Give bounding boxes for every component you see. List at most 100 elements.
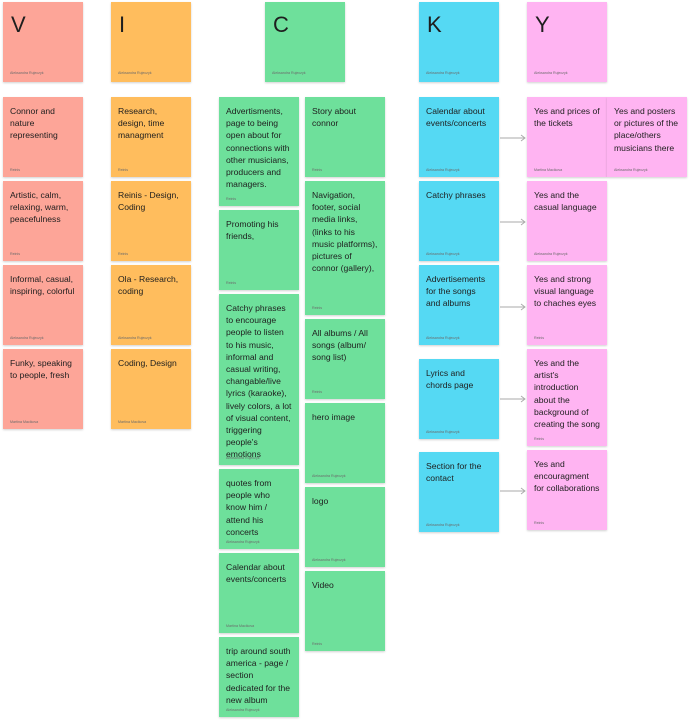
note-text: Yes and strong visual language to chache… — [534, 274, 597, 309]
note-author: Reinis — [10, 252, 20, 256]
note-author: Martina Macikova — [226, 624, 255, 628]
header-note-c[interactable]: C Aleksandra Rujeczyk — [265, 2, 345, 82]
note-text: Yes and the casual language — [534, 190, 597, 213]
header-note-k[interactable]: K Aleksandra Rujeczyk — [419, 2, 499, 82]
note-author: Aleksandra Rujeczyk — [118, 336, 152, 340]
note-author: Aleksandra Rujeczyk — [312, 558, 346, 562]
note-author: Aleksandra Rujeczyk — [10, 71, 44, 75]
note-text: Navigation, footer, social media links, … — [312, 190, 378, 274]
sticky-note[interactable]: All albums / All songs (album/ song list… — [305, 319, 385, 399]
note-author: Reinis — [118, 252, 128, 256]
sticky-note[interactable]: Section for the contact Aleksandra Rujec… — [419, 452, 499, 532]
sticky-note[interactable]: hero image Aleksandra Rujeczyk — [305, 403, 385, 483]
note-author: Reinis — [312, 306, 322, 310]
arrowhead-icon — [520, 218, 526, 226]
sticky-note[interactable]: Connor and nature representing Reinis — [3, 97, 83, 177]
header-note-i[interactable]: I Aleksandra Rujeczyk — [111, 2, 191, 82]
note-text: Story about connor — [312, 106, 356, 129]
sticky-note[interactable]: Coding, Design Martina Macikova — [111, 349, 191, 429]
note-text: Section for the contact — [426, 461, 482, 484]
sticky-note[interactable]: Yes and encouragment for collaborations … — [527, 450, 607, 530]
arrowhead-icon — [520, 303, 526, 311]
sticky-note[interactable]: Story about connor Reinis — [305, 97, 385, 177]
arrowhead-icon — [520, 134, 526, 142]
note-author: Aleksandra Rujeczyk — [226, 456, 260, 460]
note-text: Yes and the artist's introduction about … — [534, 358, 600, 430]
sticky-note[interactable]: logo Aleksandra Rujeczyk — [305, 487, 385, 567]
note-text: hero image — [312, 412, 355, 422]
note-text: Informal, casual, inspiring, colorful — [10, 274, 75, 297]
sticky-note[interactable]: Lyrics and chords page Aleksandra Rujecz… — [419, 359, 499, 439]
sticky-note[interactable]: Navigation, footer, social media links, … — [305, 181, 385, 315]
header-letter: C — [273, 12, 289, 37]
note-author: Aleksandra Rujeczyk — [10, 336, 44, 340]
header-letter: K — [427, 12, 442, 37]
note-author: Reinis — [312, 642, 322, 646]
note-text: Video — [312, 580, 334, 590]
note-author: Aleksandra Rujeczyk — [426, 168, 460, 172]
note-author: Aleksandra Rujeczyk — [118, 71, 152, 75]
sticky-note[interactable]: Catchy phrases to encourage people to li… — [219, 294, 299, 465]
note-author: Reinis — [10, 168, 20, 172]
note-author: Aleksandra Rujeczyk — [426, 71, 460, 75]
arrowhead-icon — [520, 487, 526, 495]
sticky-note[interactable]: Funky, speaking to people, fresh Martina… — [3, 349, 83, 429]
note-text: All albums / All songs (album/ song list… — [312, 328, 368, 363]
sticky-note[interactable]: Promoting his friends, Reinis — [219, 210, 299, 290]
sticky-note[interactable]: trip around south america - page / secti… — [219, 637, 299, 717]
sticky-note[interactable]: Calendar about events/concerts Martina M… — [219, 553, 299, 633]
sticky-note[interactable]: Yes and the artist's introduction about … — [527, 349, 607, 446]
note-text: Yes and prices of the tickets — [534, 106, 600, 129]
sticky-note[interactable]: Video Reinis — [305, 571, 385, 651]
arrowhead-icon — [520, 395, 526, 403]
sticky-note[interactable]: Calendar about events/concerts Aleksandr… — [419, 97, 499, 177]
note-author: Aleksandra Rujeczyk — [226, 540, 260, 544]
note-author: Reinis — [312, 390, 322, 394]
note-text: Yes and encouragment for collaborations — [534, 459, 600, 494]
note-author: Aleksandra Rujeczyk — [614, 168, 648, 172]
note-text: Advertisments, page to being open about … — [226, 106, 290, 190]
note-text: Connor and nature representing — [10, 106, 58, 141]
note-text: Calendar about events/concerts — [226, 562, 287, 585]
note-author: Aleksandra Rujeczyk — [534, 71, 568, 75]
sticky-note[interactable]: Yes and posters or pictures of the place… — [607, 97, 687, 177]
sticky-note[interactable]: Yes and strong visual language to chache… — [527, 265, 607, 345]
note-author: Reinis — [118, 168, 128, 172]
note-text: Research, design, time managment — [118, 106, 165, 141]
note-author: Aleksandra Rujeczyk — [426, 336, 460, 340]
note-text: logo — [312, 496, 329, 506]
header-letter: I — [119, 12, 126, 37]
sticky-note[interactable]: Informal, casual, inspiring, colorful Al… — [3, 265, 83, 345]
sticky-note[interactable]: Yes and the casual language Aleksandra R… — [527, 181, 607, 261]
note-author: Aleksandra Rujeczyk — [312, 474, 346, 478]
header-note-y[interactable]: Y Aleksandra Rujeczyk — [527, 2, 607, 82]
header-note-v[interactable]: V Aleksandra Rujeczyk — [3, 2, 83, 82]
note-author: Martina Macikova — [10, 420, 39, 424]
sticky-note[interactable]: quotes from people who know him / attend… — [219, 469, 299, 549]
note-author: Aleksandra Rujeczyk — [426, 430, 460, 434]
note-text: Lyrics and chords page — [426, 368, 474, 391]
note-author: Reinis — [226, 197, 236, 201]
note-author: Reinis — [226, 281, 236, 285]
sticky-note[interactable]: Research, design, time managment Reinis — [111, 97, 191, 177]
sticky-note[interactable]: Artistic, calm, relaxing, warm, peaceful… — [3, 181, 83, 261]
note-text: Catchy phrases — [426, 190, 486, 200]
sticky-note[interactable]: Advertisments, page to being open about … — [219, 97, 299, 206]
note-author: Martina Macikova — [534, 168, 563, 172]
note-author: Reinis — [312, 168, 322, 172]
note-text: Yes and posters or pictures of the place… — [614, 106, 679, 153]
note-author: Aleksandra Rujeczyk — [426, 252, 460, 256]
sticky-note[interactable]: Ola - Research, coding Aleksandra Rujecz… — [111, 265, 191, 345]
note-author: Martina Macikova — [118, 420, 147, 424]
sticky-note[interactable]: Yes and prices of the tickets Martina Ma… — [527, 97, 607, 177]
sticky-note[interactable]: Reinis - Design, Coding Reinis — [111, 181, 191, 261]
header-letter: Y — [535, 12, 550, 37]
note-author: Aleksandra Rujeczyk — [272, 71, 306, 75]
note-text: Artistic, calm, relaxing, warm, peaceful… — [10, 190, 69, 225]
note-text: Promoting his friends, — [226, 219, 279, 242]
sticky-note[interactable]: Catchy phrases Aleksandra Rujeczyk — [419, 181, 499, 261]
note-text: Catchy phrases to encourage people to li… — [226, 303, 292, 460]
sticky-note[interactable]: Advertisements for the songs and albums … — [419, 265, 499, 345]
note-author: Aleksandra Rujeczyk — [534, 252, 568, 256]
